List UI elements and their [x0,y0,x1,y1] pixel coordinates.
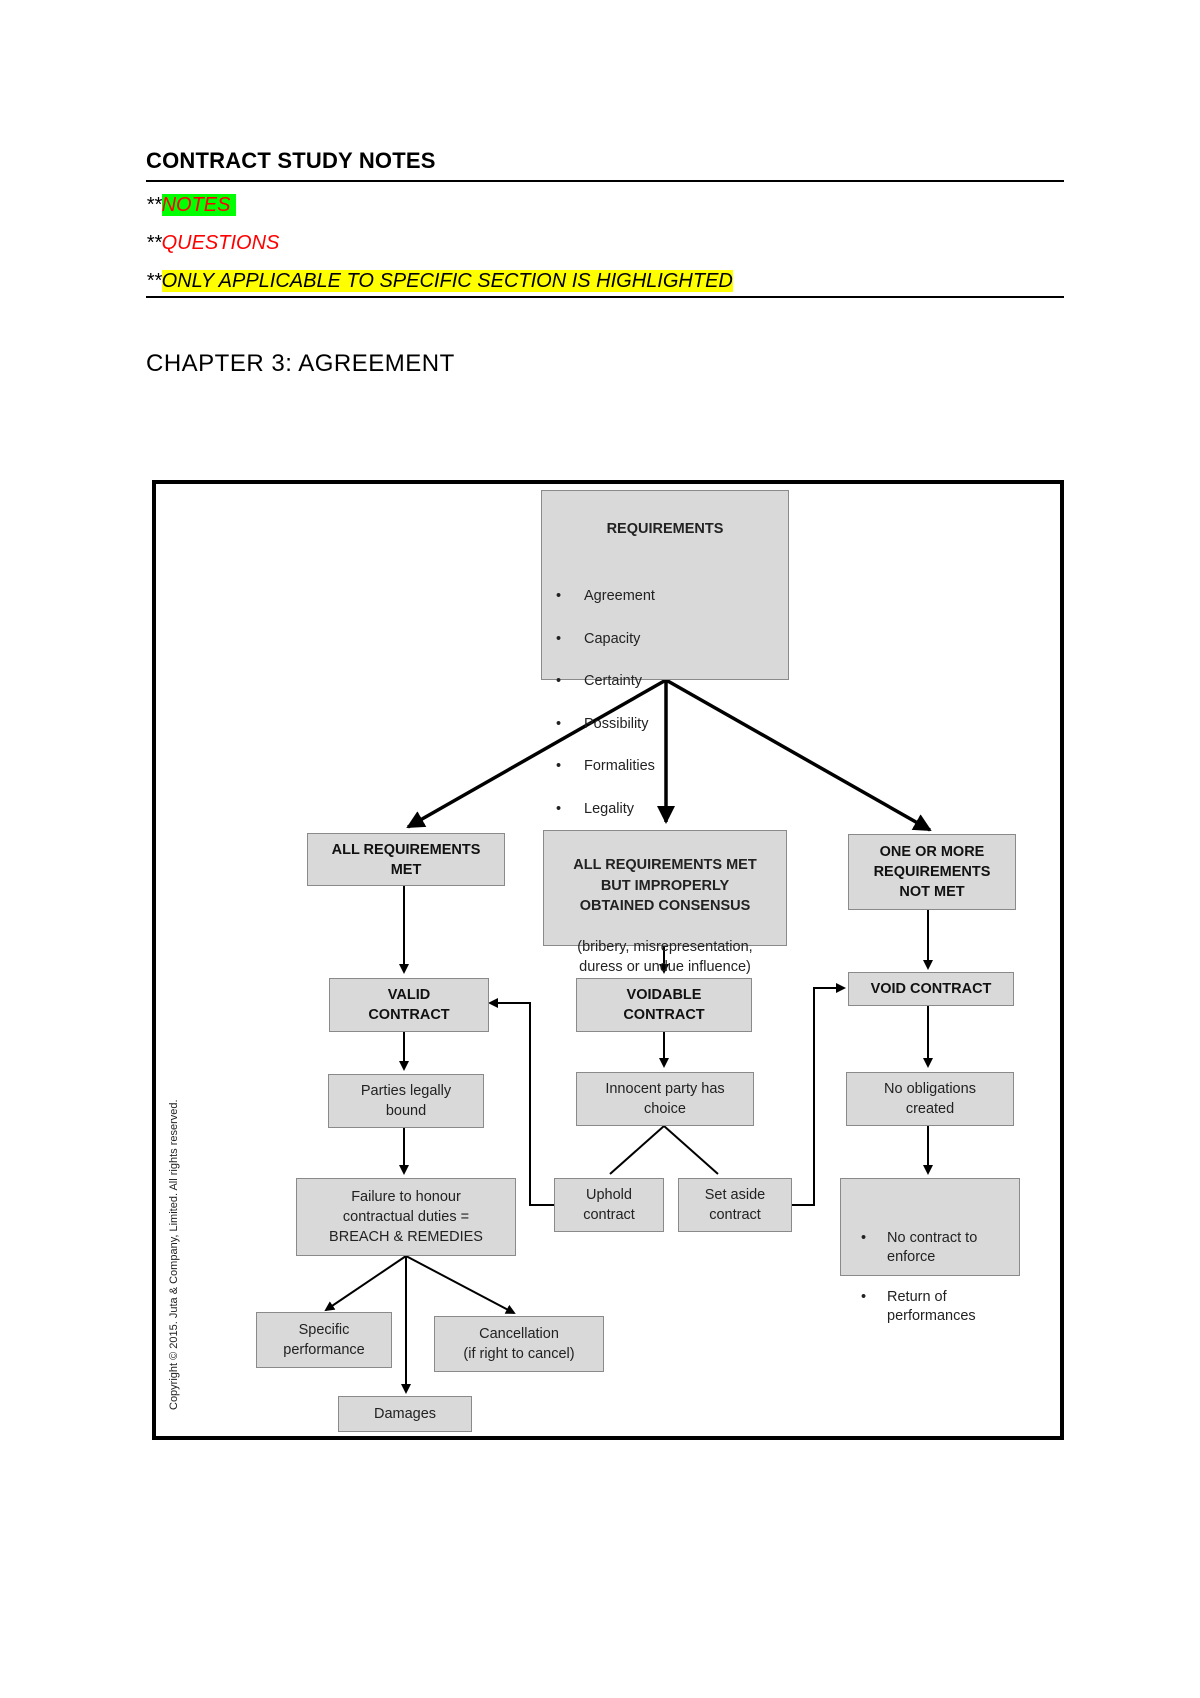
uphold-contract-box: Uphold contract [554,1178,664,1232]
legend-section-label: ONLY APPLICABLE TO SPECIFIC SECTION IS H… [161,270,733,292]
requirement-item: Possibility [556,713,788,736]
legend-section: **ONLY APPLICABLE TO SPECIFIC SECTION IS… [146,270,733,293]
all-requirements-met-box: ALL REQUIREMENTS MET [307,833,505,886]
arrow-breach-to-specific [324,1255,407,1312]
requirement-item: Capacity [556,628,788,651]
breach-remedies-box: Failure to honour contractual duties = B… [296,1178,516,1256]
arrow-breach-to-cancellation [405,1255,516,1314]
requirements-list: Agreement Capacity Certainty Possibility… [542,565,788,840]
header-rule-bottom [146,296,1064,298]
requirement-item: Agreement [556,585,788,608]
requirement-item: Legality [556,798,788,821]
requirement-item: Certainty [556,670,788,693]
arrow-req-to-all-met [406,678,667,829]
arrow-req-to-not-met [665,678,932,832]
line-choice-to-set-aside [663,1125,719,1175]
requirements-title: REQUIREMENTS [606,521,724,537]
void-results-box: No contract to enforce Return of perform… [840,1178,1020,1324]
requirement-item: Formalities [556,755,788,778]
void-results-list: No contract to enforce Return of perform… [841,1209,1019,1347]
legend-notes-prefix: ** [146,194,162,216]
parties-bound-box: Parties legally bound [328,1074,484,1128]
arrow-set-aside-to-void [792,983,846,1206]
legend-section-prefix: ** [146,270,162,292]
legend-questions-prefix: ** [146,232,162,254]
void-result-item: No contract to enforce [861,1229,1019,1267]
document-title: CONTRACT STUDY NOTES [146,148,436,173]
innocent-party-choice-box: Innocent party has choice [576,1072,754,1126]
voidable-contract-box: VOIDABLE CONTRACT [576,978,752,1032]
no-obligations-box: No obligations created [846,1072,1014,1126]
legend-questions: **QUESTIONS [146,232,279,255]
void-result-item: Return of performances [861,1288,1019,1326]
set-aside-contract-box: Set aside contract [678,1178,792,1232]
improper-consensus-detail: (bribery, misrepresentation, duress or u… [577,938,753,976]
specific-performance-box: Specific performance [256,1312,392,1368]
arrow-uphold-to-valid [488,998,554,1206]
chapter-heading: CHAPTER 3: AGREEMENT [146,350,455,377]
improper-consensus-box: ALL REQUIREMENTS MET BUT IMPROPERLY OBTA… [543,830,787,975]
legend-notes: **NOTES [146,194,237,217]
line-choice-to-uphold [609,1125,665,1175]
legend-notes-label: NOTES [161,194,237,216]
cancellation-box: Cancellation (if right to cancel) [434,1316,604,1372]
improper-consensus-label: ALL REQUIREMENTS MET BUT IMPROPERLY OBTA… [573,857,757,914]
flowchart-frame [152,480,1064,1440]
damages-box: Damages [338,1396,472,1432]
void-contract-box: VOID CONTRACT [848,972,1014,1006]
copyright-notice: Copyright © 2015. Juta & Company, Limite… [168,1099,180,1410]
requirements-box: REQUIREMENTS Agreement Capacity Certaint… [541,490,789,820]
requirements-not-met-box: ONE OR MORE REQUIREMENTS NOT MET [848,834,1016,910]
valid-contract-box: VALID CONTRACT [329,978,489,1032]
header-rule-top [146,180,1064,182]
legend-questions-label: QUESTIONS [161,232,280,254]
